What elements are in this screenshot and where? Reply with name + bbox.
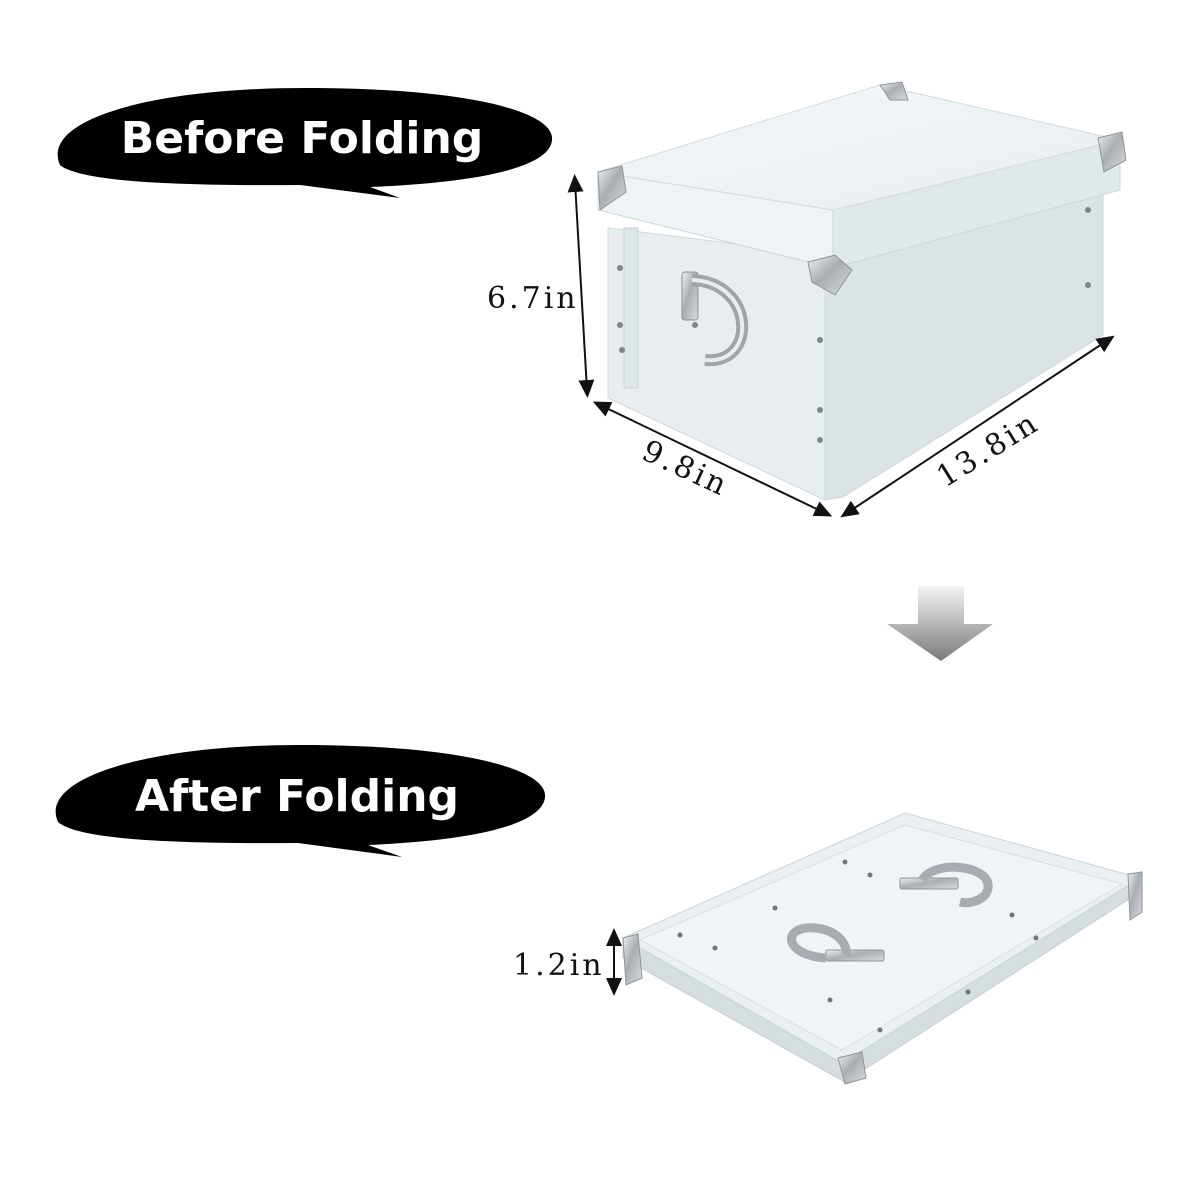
double-arrow-icon bbox=[592, 401, 833, 517]
down-arrow-icon bbox=[887, 586, 993, 661]
dimension-height-after: 1.2in bbox=[513, 928, 622, 996]
storage-box-folded bbox=[621, 812, 1143, 1085]
dimension-height-before: 6.7in bbox=[487, 174, 595, 398]
after-folding-bubble: After Folding bbox=[55, 745, 546, 857]
double-arrow-icon bbox=[840, 335, 1115, 518]
double-arrow-icon bbox=[567, 174, 595, 398]
height-after-label: 1.2in bbox=[513, 948, 605, 983]
after-folding-label: After Folding bbox=[135, 771, 459, 822]
corner-cap-icon bbox=[622, 871, 1143, 1085]
handle-icon bbox=[681, 271, 749, 367]
before-folding-label: Before Folding bbox=[121, 113, 484, 164]
storage-box-assembled bbox=[597, 81, 1127, 501]
handle-icon bbox=[787, 923, 885, 963]
handle-icon bbox=[899, 862, 993, 908]
corner-cap-icon bbox=[597, 81, 1127, 296]
height-before-label: 6.7in bbox=[487, 281, 579, 316]
before-folding-bubble: Before Folding bbox=[57, 88, 553, 198]
